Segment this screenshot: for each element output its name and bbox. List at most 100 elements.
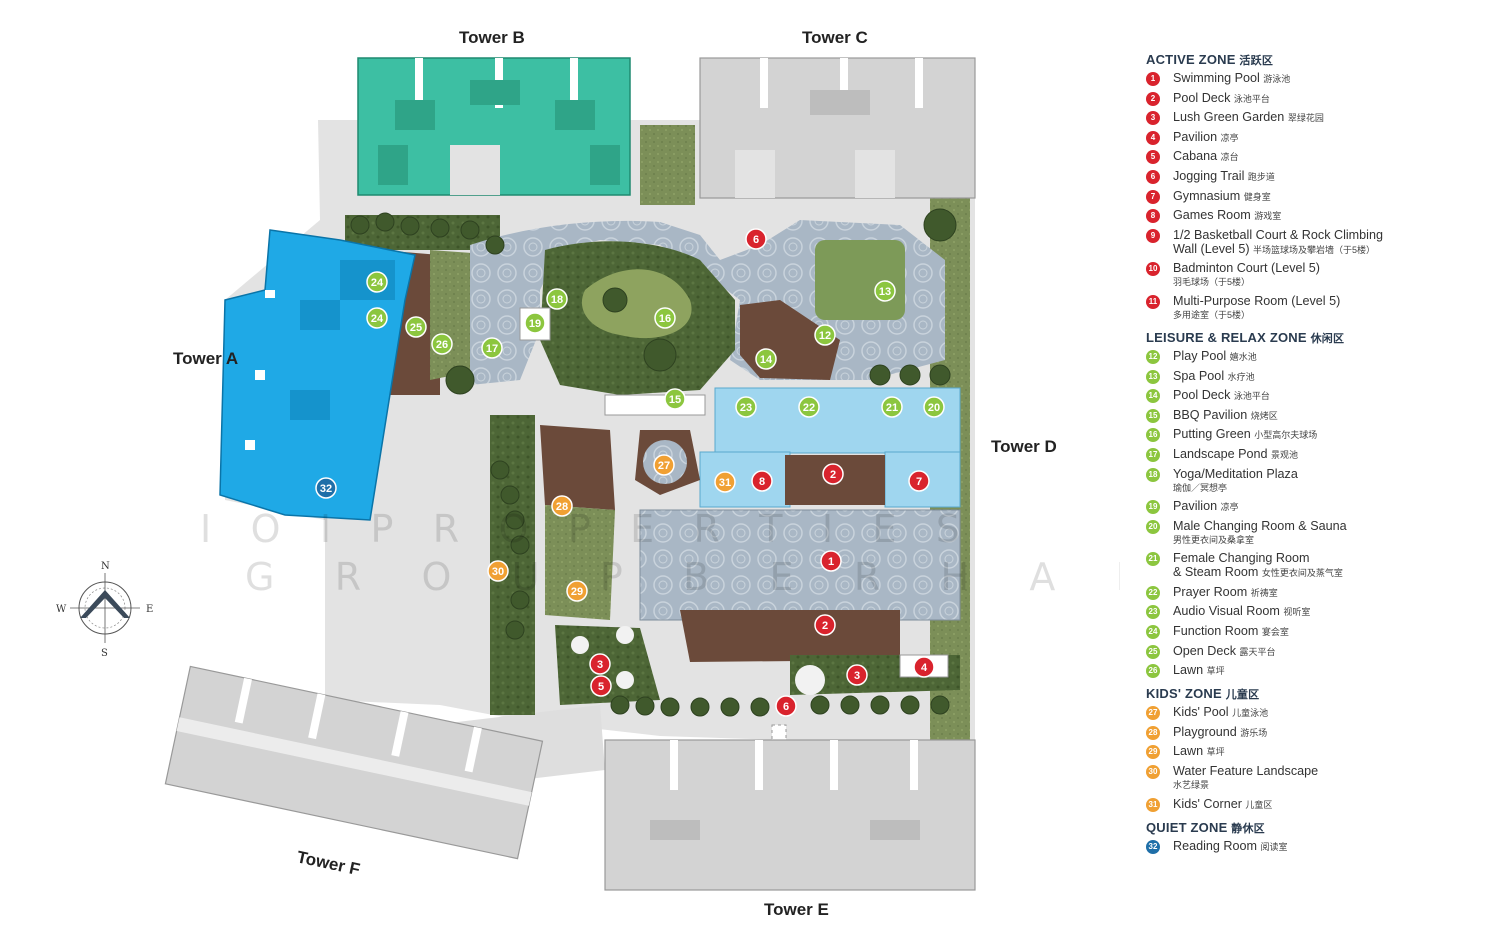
legend-item-cn: 草坪 (1206, 747, 1225, 758)
map-marker-circle (653, 454, 675, 476)
map-marker-number: 24 (371, 313, 384, 325)
legend-item-cn: 烧烤区 (1250, 410, 1278, 421)
compass-n: N (101, 561, 110, 572)
legend-item-cn: 女性更衣间及蒸气室 (1261, 568, 1343, 579)
map-marker-number: 4 (921, 662, 928, 674)
map-marker-circle (481, 337, 503, 359)
legend-item-label: Pool Deck 泳池平台 (1173, 388, 1270, 403)
map-marker-6: 6 (745, 228, 767, 250)
map-marker-number: 21 (886, 402, 898, 414)
legend-item-6: 6 Jogging Trail 跑步道 (1146, 169, 1491, 184)
legend-item-label: Water Feature Landscape 水艺绿景 (1173, 764, 1318, 792)
map-marker-1: 1 (820, 550, 842, 572)
map-marker-number: 17 (486, 343, 498, 355)
map-marker-number: 29 (571, 586, 583, 598)
map-marker-circle (820, 550, 842, 572)
map-marker-circle (814, 614, 836, 636)
map-marker-number: 3 (597, 659, 603, 671)
legend-item-cn: 凉亭 (1220, 132, 1239, 143)
map-marker-number: 6 (753, 234, 759, 246)
legend-number-badge: 16 (1146, 428, 1160, 443)
legend-number-badge: 6 (1146, 169, 1160, 184)
legend-item-cn-line2: 羽毛球场（于5楼） (1173, 277, 1251, 288)
zone-title-en: KIDS' ZONE (1146, 686, 1226, 702)
legend-item-cn: 宴会室 (1261, 627, 1289, 638)
map-marker-number: 3 (854, 670, 860, 682)
legend-zone-title-active: ACTIVE ZONE 活跃区 (1146, 52, 1491, 68)
legend-item-label: Reading Room 阅读室 (1173, 839, 1288, 854)
legend-number-badge: 30 (1146, 765, 1160, 780)
legend-item-en: Gymnasium (1173, 188, 1244, 203)
legend-item-en: Jogging Trail (1173, 168, 1248, 183)
map-marker-circle (751, 470, 773, 492)
legend-item-label: Prayer Room 祈祷室 (1173, 585, 1278, 600)
legend-item-en: Function Room (1173, 624, 1262, 639)
legend-item-cn: 凉台 (1220, 152, 1239, 163)
legend-item-cn: 泳池平台 (1233, 391, 1270, 402)
legend-item-label: Female Changing Room & Steam Room 女性更衣间及… (1173, 551, 1343, 580)
legend-item-label: Kids' Pool 儿童泳池 (1173, 705, 1268, 720)
legend-item-9: 9 1/2 Basketball Court & Rock Climbing Wa… (1146, 228, 1491, 257)
tower-e-label: Tower E (764, 900, 829, 919)
legend-item-label: Audio Visual Room 视听室 (1173, 604, 1310, 619)
legend-item-en: Putting Green (1173, 427, 1255, 442)
map-marker-number: 28 (556, 501, 568, 513)
map-marker-number: 2 (830, 469, 836, 481)
legend-item-cn-line2: 水艺绿景 (1173, 780, 1210, 791)
map-marker-circle (664, 388, 686, 410)
legend-item-label: Cabana 凉台 (1173, 149, 1239, 164)
legend-item-cn: 游泳池 (1263, 74, 1291, 84)
legend-item-cn: 游乐场 (1240, 727, 1268, 738)
map-marker-3: 3 (846, 664, 868, 686)
legend-zone-title-leisure: LEISURE & RELAX ZONE 休闲区 (1146, 330, 1491, 346)
legend-item-en: Female Changing Room (1173, 551, 1310, 566)
map-marker-8: 8 (751, 470, 773, 492)
tower-d-label: Tower D (991, 437, 1057, 456)
legend-item-en-line2: & Steam Room 女性更衣间及蒸气室 (1173, 565, 1343, 580)
map-marker-circle (714, 471, 736, 493)
legend-item-label: 1/2 Basketball Court & Rock Climbing Wal… (1173, 228, 1383, 257)
map-marker-28: 28 (551, 495, 573, 517)
map-marker-number: 18 (551, 294, 563, 306)
map-marker-number: 20 (928, 402, 940, 414)
legend-item-cn: 露天平台 (1239, 646, 1276, 657)
legend-item-label: Jogging Trail 跑步道 (1173, 169, 1275, 184)
map-marker-circle (923, 396, 945, 418)
legend-item-label: Putting Green 小型高尔夫球场 (1173, 427, 1317, 442)
legend-number-badge: 9 (1146, 228, 1160, 243)
tower-f-building (164, 665, 544, 860)
map-marker-24: 24 (366, 307, 388, 329)
map-marker-number: 31 (719, 477, 731, 489)
tower-c-label: Tower C (802, 28, 868, 47)
compass-e: E (146, 604, 153, 615)
kids-lawn (545, 505, 615, 620)
zone-title-cn: 静休区 (1231, 822, 1265, 835)
legend-number-badge: 25 (1146, 644, 1160, 659)
legend-item-cn: 祈祷室 (1250, 587, 1278, 598)
map-marker-15: 15 (664, 388, 686, 410)
legend-number-badge: 4 (1146, 130, 1160, 145)
legend-item-en-line2: Wall (Level 5) 半场篮球场及攀岩墙（于5楼） (1173, 241, 1376, 256)
spa-pool-area (815, 240, 905, 320)
legend-number-badge: 31 (1146, 797, 1160, 812)
legend-number-badge: 20 (1146, 519, 1160, 534)
legend-item-label: Open Deck 露天平台 (1173, 644, 1276, 659)
legend-item-label: Lawn 草坪 (1173, 744, 1225, 759)
legend-item-cn: 儿童泳池 (1232, 708, 1269, 719)
map-marker-13: 13 (874, 280, 896, 302)
map-marker-number: 12 (819, 330, 831, 342)
map-marker-circle (590, 675, 612, 697)
map-marker-circle (846, 664, 868, 686)
map-marker-number: 25 (410, 322, 422, 334)
map-marker-circle (487, 560, 509, 582)
